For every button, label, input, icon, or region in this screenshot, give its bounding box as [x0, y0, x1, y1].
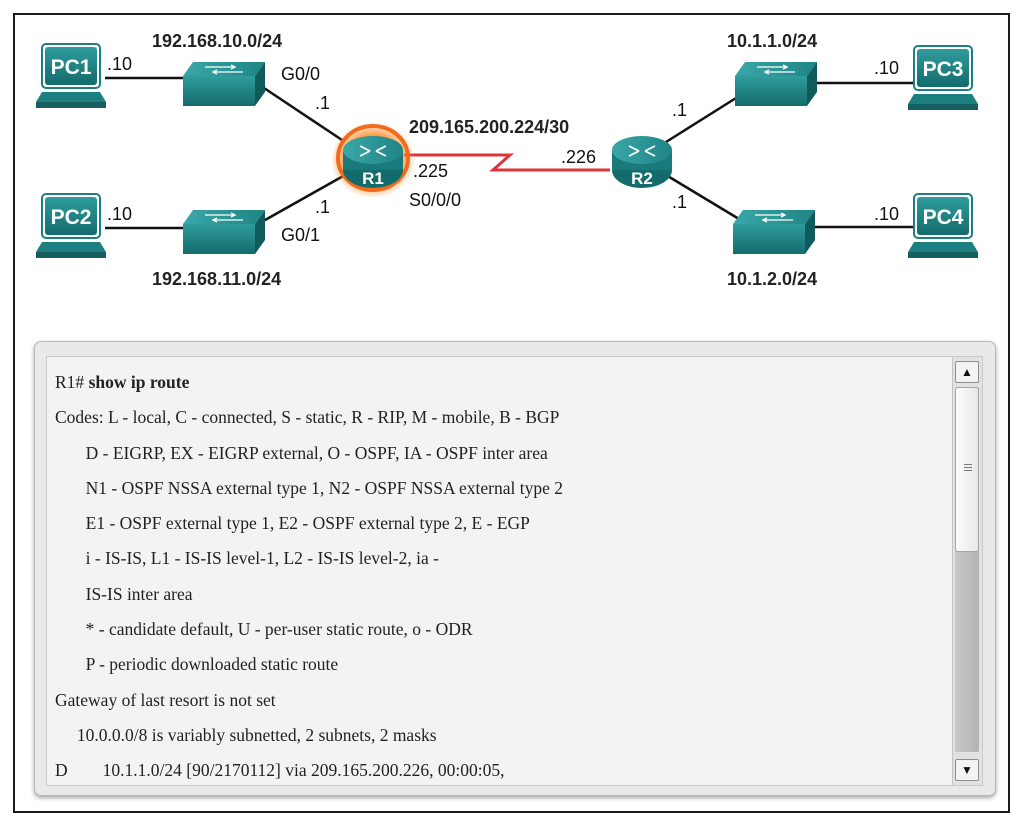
- r1-s000-ip-label: .225: [413, 161, 448, 181]
- link-r2-sw3: [665, 91, 745, 144]
- scroll-thumb[interactable]: [955, 387, 979, 552]
- r1-g00-name-label: G0/0: [281, 64, 320, 84]
- network-label-wan: 209.165.200.224/30: [409, 117, 569, 137]
- terminal-line: 10.0.0.0/8 is variably subnetted, 2 subn…: [55, 724, 437, 745]
- r2-label: R2: [631, 169, 653, 188]
- network-label-pc1-lan: 192.168.10.0/24: [152, 31, 282, 51]
- terminal-line: N1 - OSPF NSSA external type 1, N2 - OSP…: [55, 477, 563, 498]
- terminal-line: E1 - OSPF external type 1, E2 - OSPF ext…: [55, 513, 530, 534]
- terminal-line: D - EIGRP, EX - EIGRP external, O - OSPF…: [55, 442, 548, 463]
- pc1-icon: PC1: [36, 43, 106, 108]
- terminal-command-line: R1# show ip route: [55, 365, 563, 400]
- wan-serial-link: [404, 153, 610, 172]
- r1-g01-ip-label: .1: [315, 197, 330, 217]
- grip-icon: [964, 464, 972, 473]
- terminal-lines: R1# show ip route Codes: L - local, C - …: [55, 365, 563, 785]
- pc2-host-label: .10: [107, 204, 132, 224]
- pc1-label: PC1: [51, 56, 92, 79]
- scroll-down-button[interactable]: ▼: [955, 759, 979, 781]
- network-label-pc3-lan: 10.1.1.0/24: [727, 31, 817, 51]
- r1-g00-ip-label: .1: [315, 93, 330, 113]
- switch-3: [735, 62, 817, 106]
- pc2-label: PC2: [51, 206, 92, 229]
- router-r1-icon: R1: [331, 122, 415, 198]
- terminal-prompt: R1#: [55, 372, 85, 392]
- network-label-pc2-lan: 192.168.11.0/24: [152, 269, 281, 289]
- link-sw1-r1: [257, 82, 346, 144]
- terminal-line: Gateway of last resort is not set: [55, 689, 276, 710]
- switch-2: [183, 210, 265, 254]
- link-sw2-r1: [257, 173, 346, 226]
- r1-s000-name-label: S0/0/0: [409, 190, 461, 210]
- pc4-icon: PC4: [908, 193, 978, 258]
- r2-serial-ip-label: .226: [561, 147, 596, 167]
- terminal-line: IS-IS inter area: [55, 583, 193, 604]
- r2-bottom-ip-label: .1: [672, 192, 687, 212]
- terminal-window: R1# show ip route Codes: L - local, C - …: [34, 341, 996, 796]
- scroll-up-icon: ▲: [961, 365, 973, 379]
- pc3-icon: PC3: [908, 45, 978, 110]
- switch-1: [183, 62, 265, 106]
- pc2-icon: PC2: [36, 193, 106, 258]
- pc4-label: PC4: [923, 206, 964, 229]
- pc4-host-label: .10: [874, 204, 899, 224]
- terminal-output: R1# show ip route Codes: L - local, C - …: [46, 356, 983, 786]
- switch-4: [733, 210, 815, 254]
- r1-g01-name-label: G0/1: [281, 225, 320, 245]
- pc1-host-label: .10: [107, 54, 132, 74]
- terminal-line: Codes: L - local, C - connected, S - sta…: [55, 407, 560, 428]
- r2-top-ip-label: .1: [672, 100, 687, 120]
- terminal-line: P - periodic downloaded static route: [55, 654, 339, 675]
- terminal-command: show ip route: [88, 372, 190, 392]
- pc3-label: PC3: [923, 58, 964, 81]
- terminal-line: i - IS-IS, L1 - IS-IS level-1, L2 - IS-I…: [55, 548, 439, 569]
- router-r2-icon: R2: [612, 136, 672, 188]
- link-r2-sw4: [665, 173, 745, 224]
- scroll-down-icon: ▼: [961, 763, 973, 777]
- scroll-up-button[interactable]: ▲: [955, 361, 979, 383]
- network-label-pc4-lan: 10.1.2.0/24: [727, 269, 817, 289]
- terminal-line: D 10.1.1.0/24 [90/2170112] via 209.165.2…: [55, 760, 505, 781]
- links: [105, 76, 915, 230]
- r1-label: R1: [362, 169, 384, 188]
- terminal-line: * - candidate default, U - per-user stat…: [55, 619, 473, 640]
- vertical-scrollbar[interactable]: ▲ ▼: [952, 357, 982, 785]
- pc3-host-label: .10: [874, 58, 899, 78]
- network-topology: PC1 PC2 PC3 PC4 R1 R2 1: [36, 31, 978, 289]
